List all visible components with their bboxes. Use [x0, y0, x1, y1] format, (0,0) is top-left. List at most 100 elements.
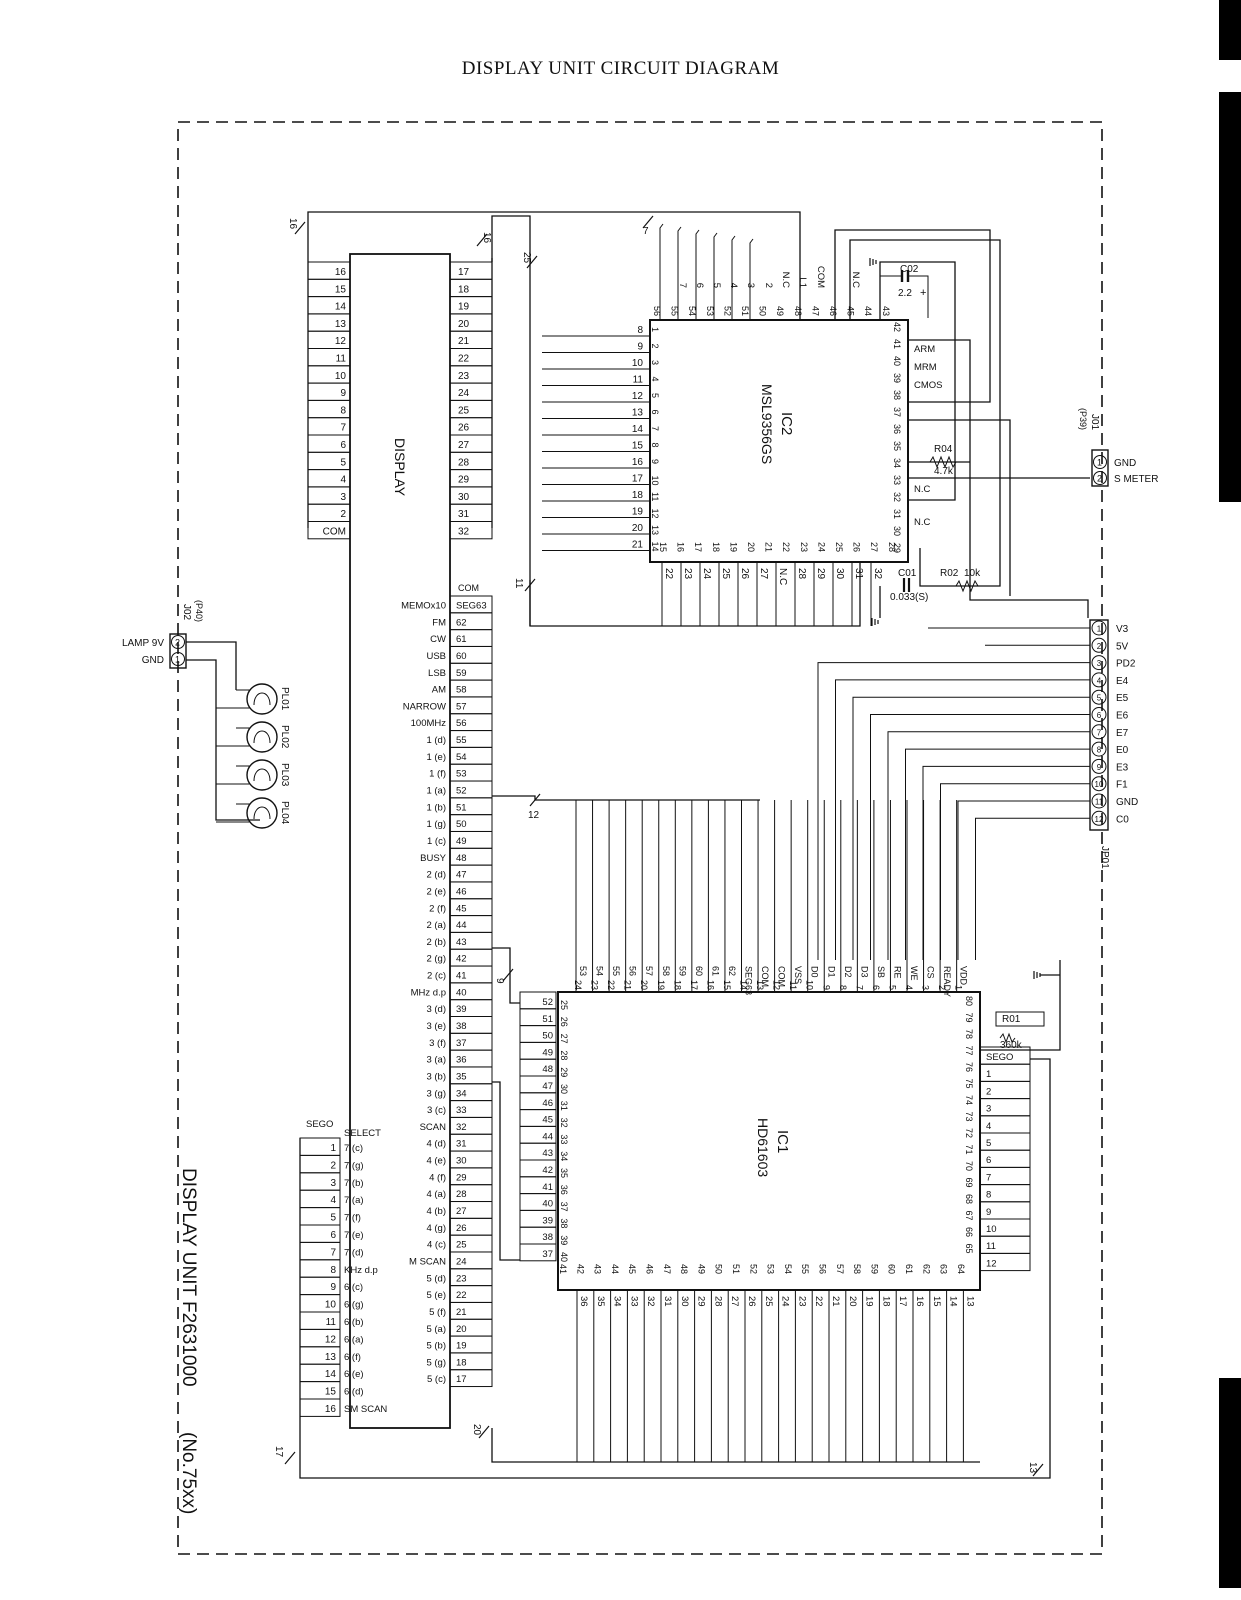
- ic2-bottom-label: 31: [853, 568, 864, 580]
- unit-number: (No.75xx): [178, 1432, 199, 1514]
- ic2-left-pin: 9: [650, 459, 660, 464]
- ic1-right-label: 1: [986, 1069, 991, 1080]
- ic1-left-label: 47: [542, 1081, 553, 1092]
- seg-label: 5 (d): [426, 1273, 446, 1284]
- ic1-bottom-pin: 47: [662, 1264, 672, 1274]
- grid-left-label: 2: [340, 509, 346, 520]
- ic1-bottom-label: 21: [830, 1296, 841, 1307]
- ic2-left-label: 11: [633, 375, 644, 386]
- grid-right-pin-29: [449, 469, 493, 488]
- ic2-bottom-pin: 16: [676, 542, 686, 552]
- ic2-right-pin: 37: [892, 407, 902, 417]
- seg-pin-label: 29: [456, 1172, 467, 1183]
- j01-ref: J01: [1089, 414, 1100, 431]
- ic1-bottom-label: 22: [813, 1296, 824, 1307]
- ic2-left-pin: 2: [650, 344, 660, 349]
- ic1-left-pin: 29: [559, 1067, 569, 1077]
- ic1-left-label: 39: [542, 1215, 553, 1226]
- seg-label: MHz d.p: [411, 987, 446, 998]
- ic1-top-label: RE: [892, 966, 902, 979]
- r02-zigzag: [955, 579, 979, 593]
- grid-right-label: 21: [458, 336, 470, 347]
- lamp-label: PL03: [279, 763, 290, 787]
- j02-pin-number: 1: [175, 655, 180, 665]
- seg-pin-label: 45: [456, 903, 467, 914]
- bus-count: 16: [481, 232, 492, 244]
- grid-right-label: 32: [458, 527, 470, 538]
- inner-seg-label: 6 (f): [344, 1352, 361, 1363]
- ic1-top-pin: 17: [689, 980, 699, 990]
- ic2-bottom-pin: 19: [728, 542, 738, 552]
- jp01-trace: [852, 696, 1090, 960]
- grid-right-pin-17: [449, 261, 493, 280]
- ic2-top-pin: 46: [828, 306, 838, 316]
- seg-pin-label: 33: [456, 1105, 467, 1116]
- ic1-right-label: 9: [986, 1207, 991, 1218]
- ic1-left-label: 44: [542, 1131, 553, 1142]
- bus-count: 13: [1027, 1462, 1038, 1474]
- bus-seg-left: [492, 1081, 520, 1261]
- jp01-pin-5: [1091, 689, 1107, 705]
- ic2-top-pin: 50: [758, 306, 768, 316]
- ic1-right-pin: 70: [964, 1161, 974, 1171]
- grid-left-label: COM: [323, 527, 346, 538]
- ic1-bottom-pin: 42: [575, 1264, 585, 1274]
- jp01-pin-number: 2: [1097, 642, 1102, 651]
- ic1-bottom-label: 15: [931, 1296, 942, 1307]
- ic2-left-pin: 5: [650, 393, 660, 398]
- seg-pin-label: 61: [456, 634, 467, 645]
- lamp-filament: [253, 768, 271, 782]
- ic1-bottom-label: 24: [780, 1296, 791, 1307]
- jp01-pin-6: [1091, 707, 1107, 722]
- grid-right-pin-18: [449, 278, 493, 298]
- jp01-body: [1089, 619, 1109, 831]
- jp01-trace: [870, 714, 1090, 960]
- ic1-bottom-label: 18: [880, 1296, 891, 1307]
- seg-label: 1 (e): [426, 752, 446, 763]
- jp01-pin-9: [1091, 758, 1107, 774]
- ic1-bottom-pin: 61: [904, 1264, 914, 1274]
- seg-pin-label: 28: [456, 1189, 467, 1200]
- ic1-bottom-label: 36: [578, 1296, 589, 1307]
- jp01-pin-label: V3: [1116, 624, 1129, 635]
- grid-left-pin-COM: [307, 521, 351, 540]
- ic1-top-label: SEG63: [744, 966, 754, 995]
- ic1-top-label: D3: [859, 966, 869, 978]
- seg-label: MEMOx10: [401, 601, 446, 612]
- ic2-right-pin: 42: [892, 322, 902, 332]
- j01-body: [1091, 449, 1109, 487]
- jp01-pin-number: 8: [1097, 746, 1102, 755]
- ic1-right-pin: 65: [964, 1244, 974, 1254]
- grid-right-pin-23: [449, 365, 493, 384]
- ic1-right-label: 12: [986, 1258, 997, 1269]
- ic1-left-label: 51: [542, 1014, 553, 1025]
- ic2-bottom-label: 26: [739, 568, 750, 580]
- lamp-PL04: [246, 797, 278, 829]
- ic1-bottom-label: 23: [796, 1296, 807, 1307]
- sego-pin-label: 4: [330, 1195, 336, 1206]
- seg-label: 1 (a): [426, 786, 446, 797]
- grid-left-label: 13: [335, 319, 347, 330]
- ic1-right-pin: 68: [964, 1194, 974, 1204]
- seg-label: 2 (f): [429, 903, 446, 914]
- seg-label: 100MHz: [411, 718, 447, 729]
- r01-ref: R01: [1002, 1014, 1021, 1025]
- bus-count: 12: [528, 810, 540, 821]
- ic1-left-pin: 33: [559, 1134, 569, 1144]
- grid-left-label: 7: [340, 423, 346, 434]
- ic2-top-label: 7: [677, 283, 688, 288]
- select-header: SELECT: [344, 1128, 381, 1139]
- ic1-left-pin: 31: [559, 1101, 569, 1111]
- seg-pin-label: 53: [456, 769, 467, 780]
- seg-pin-label: 41: [456, 971, 467, 982]
- ic2-bottom-pin: 22: [781, 542, 791, 552]
- bus-slash: [476, 233, 488, 247]
- seg-label: 4 (g): [426, 1223, 446, 1234]
- grid-left-label: 16: [335, 267, 347, 278]
- ic1-right-label: 2: [986, 1086, 991, 1097]
- ic1-top-label: 57: [644, 966, 654, 976]
- ic1-bottom-pin: 62: [921, 1264, 931, 1274]
- ic1-top-label: 55: [611, 966, 621, 976]
- bus-seg-20: [491, 1428, 980, 1463]
